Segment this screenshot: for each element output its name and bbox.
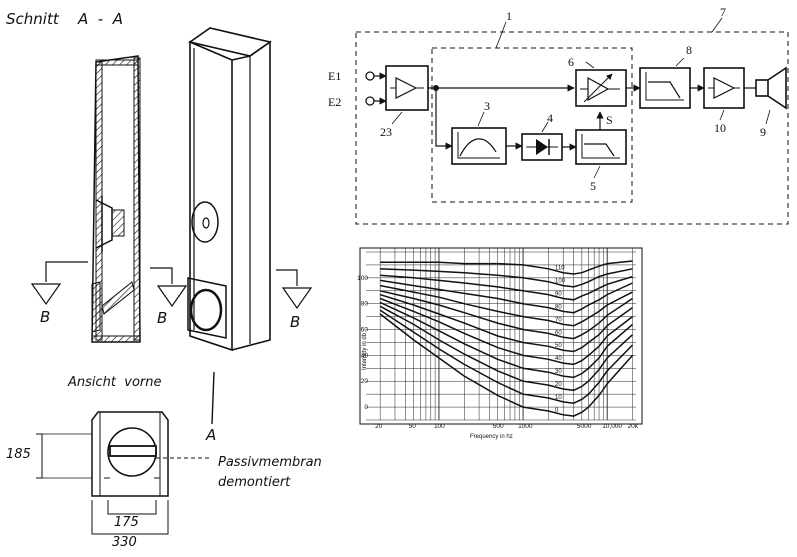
series-line [380,268,633,288]
x-tick-label: 100 [434,423,445,430]
series-line [379,293,633,353]
x-tick-label: 50 [409,423,417,430]
section-mark-b-1: B [40,308,50,326]
y-tick-label: 80 [361,301,369,308]
ref-9: 9 [760,125,766,139]
ref-7: 7 [720,5,726,19]
input-e2-terminal [365,96,375,106]
x-tick-label: 500 [493,423,504,430]
curve-label: 30 [555,369,562,375]
curve-label: 80 [555,304,562,310]
chart-grid [366,248,636,421]
front-view-label: Ansicht vorne [67,375,162,390]
series-line [379,305,634,392]
series-line [380,290,633,340]
chart-plot-frame [359,247,643,425]
curve-label: 70 [555,317,562,323]
outer-dashed-box [355,31,789,225]
curve-label: 90 [555,292,562,298]
curve-label: 110 [555,266,565,272]
section-title-mark: A - A [77,10,123,28]
tower-speaker-3d [187,27,272,425]
front-view-drawing [36,411,212,535]
ref-6: 6 [568,55,574,69]
lowpass-filter-block [575,129,627,165]
curve-label: 50 [555,343,562,349]
series-line [380,284,633,327]
series-line [380,279,633,314]
section-mark-b-3: B [290,313,300,331]
y-tick-label: 20 [361,378,369,385]
note-passive-membrane: Passivmembran [218,455,322,470]
section-mark-b-2: B [157,309,167,327]
y-tick-label: 100 [357,275,368,282]
block-diagram: E1 E2 S [328,5,789,225]
input-e1-terminal [365,71,375,81]
control-signal-label: S [606,113,613,127]
bandpass-filter-block [451,127,507,165]
series-line [379,297,633,366]
series-line [380,274,633,301]
series-line [380,260,633,275]
ref-10: 10 [714,121,726,135]
ref-5: 5 [590,179,596,193]
x-tick-label: 10,000 [602,423,622,430]
input-e2-label: E2 [328,95,341,109]
dim-outer-width-330: 330 [112,535,137,550]
loudspeaker-symbol [755,66,787,110]
y-tick-label: 60 [361,327,369,334]
curve-label: 40 [555,356,562,362]
dim-inner-width-175: 175 [114,515,139,530]
series-line [379,309,634,404]
ref-3: 3 [484,99,490,113]
ref-4: 4 [547,111,553,125]
section-marker-middle: B [150,267,188,327]
y-tick-label: 0 [364,404,368,411]
enclosure-cross-section [91,55,141,343]
section-marker-left: B [30,261,88,326]
curve-label: 20 [555,382,562,388]
ref-8: 8 [686,43,692,57]
ref-1: 1 [506,9,512,23]
curve-label: 100 [555,279,566,285]
section-marker-right: B [276,269,313,331]
curve-label: 10 [555,395,562,401]
dim-height-185: 185 [6,447,31,462]
inner-dashed-box [431,47,633,203]
input-e1-label: E1 [328,69,341,83]
curve-label: 60 [555,330,562,336]
series-line [379,313,634,417]
chart-xlabel: Frequency in hz [470,434,513,440]
note-removed: demontiert [218,475,291,490]
x-tick-label: 20k [628,423,639,430]
chart-ylabel: Intensity in db [362,332,368,370]
x-tick-label: 1000 [518,423,533,430]
series-line [379,301,633,379]
x-tick-label: 5000 [577,423,592,430]
speaker-drawings: Schnitt A - A B B [6,10,322,550]
ref-23: 23 [380,125,392,139]
output-filter-block [639,67,691,109]
vca-block [575,69,627,107]
cut-mark-a: A [205,426,216,444]
section-title-word: Schnitt [6,10,60,28]
x-tick-label: 20 [375,423,383,430]
curve-label: 0 [555,408,559,414]
y-tick-label: 40 [361,352,369,359]
